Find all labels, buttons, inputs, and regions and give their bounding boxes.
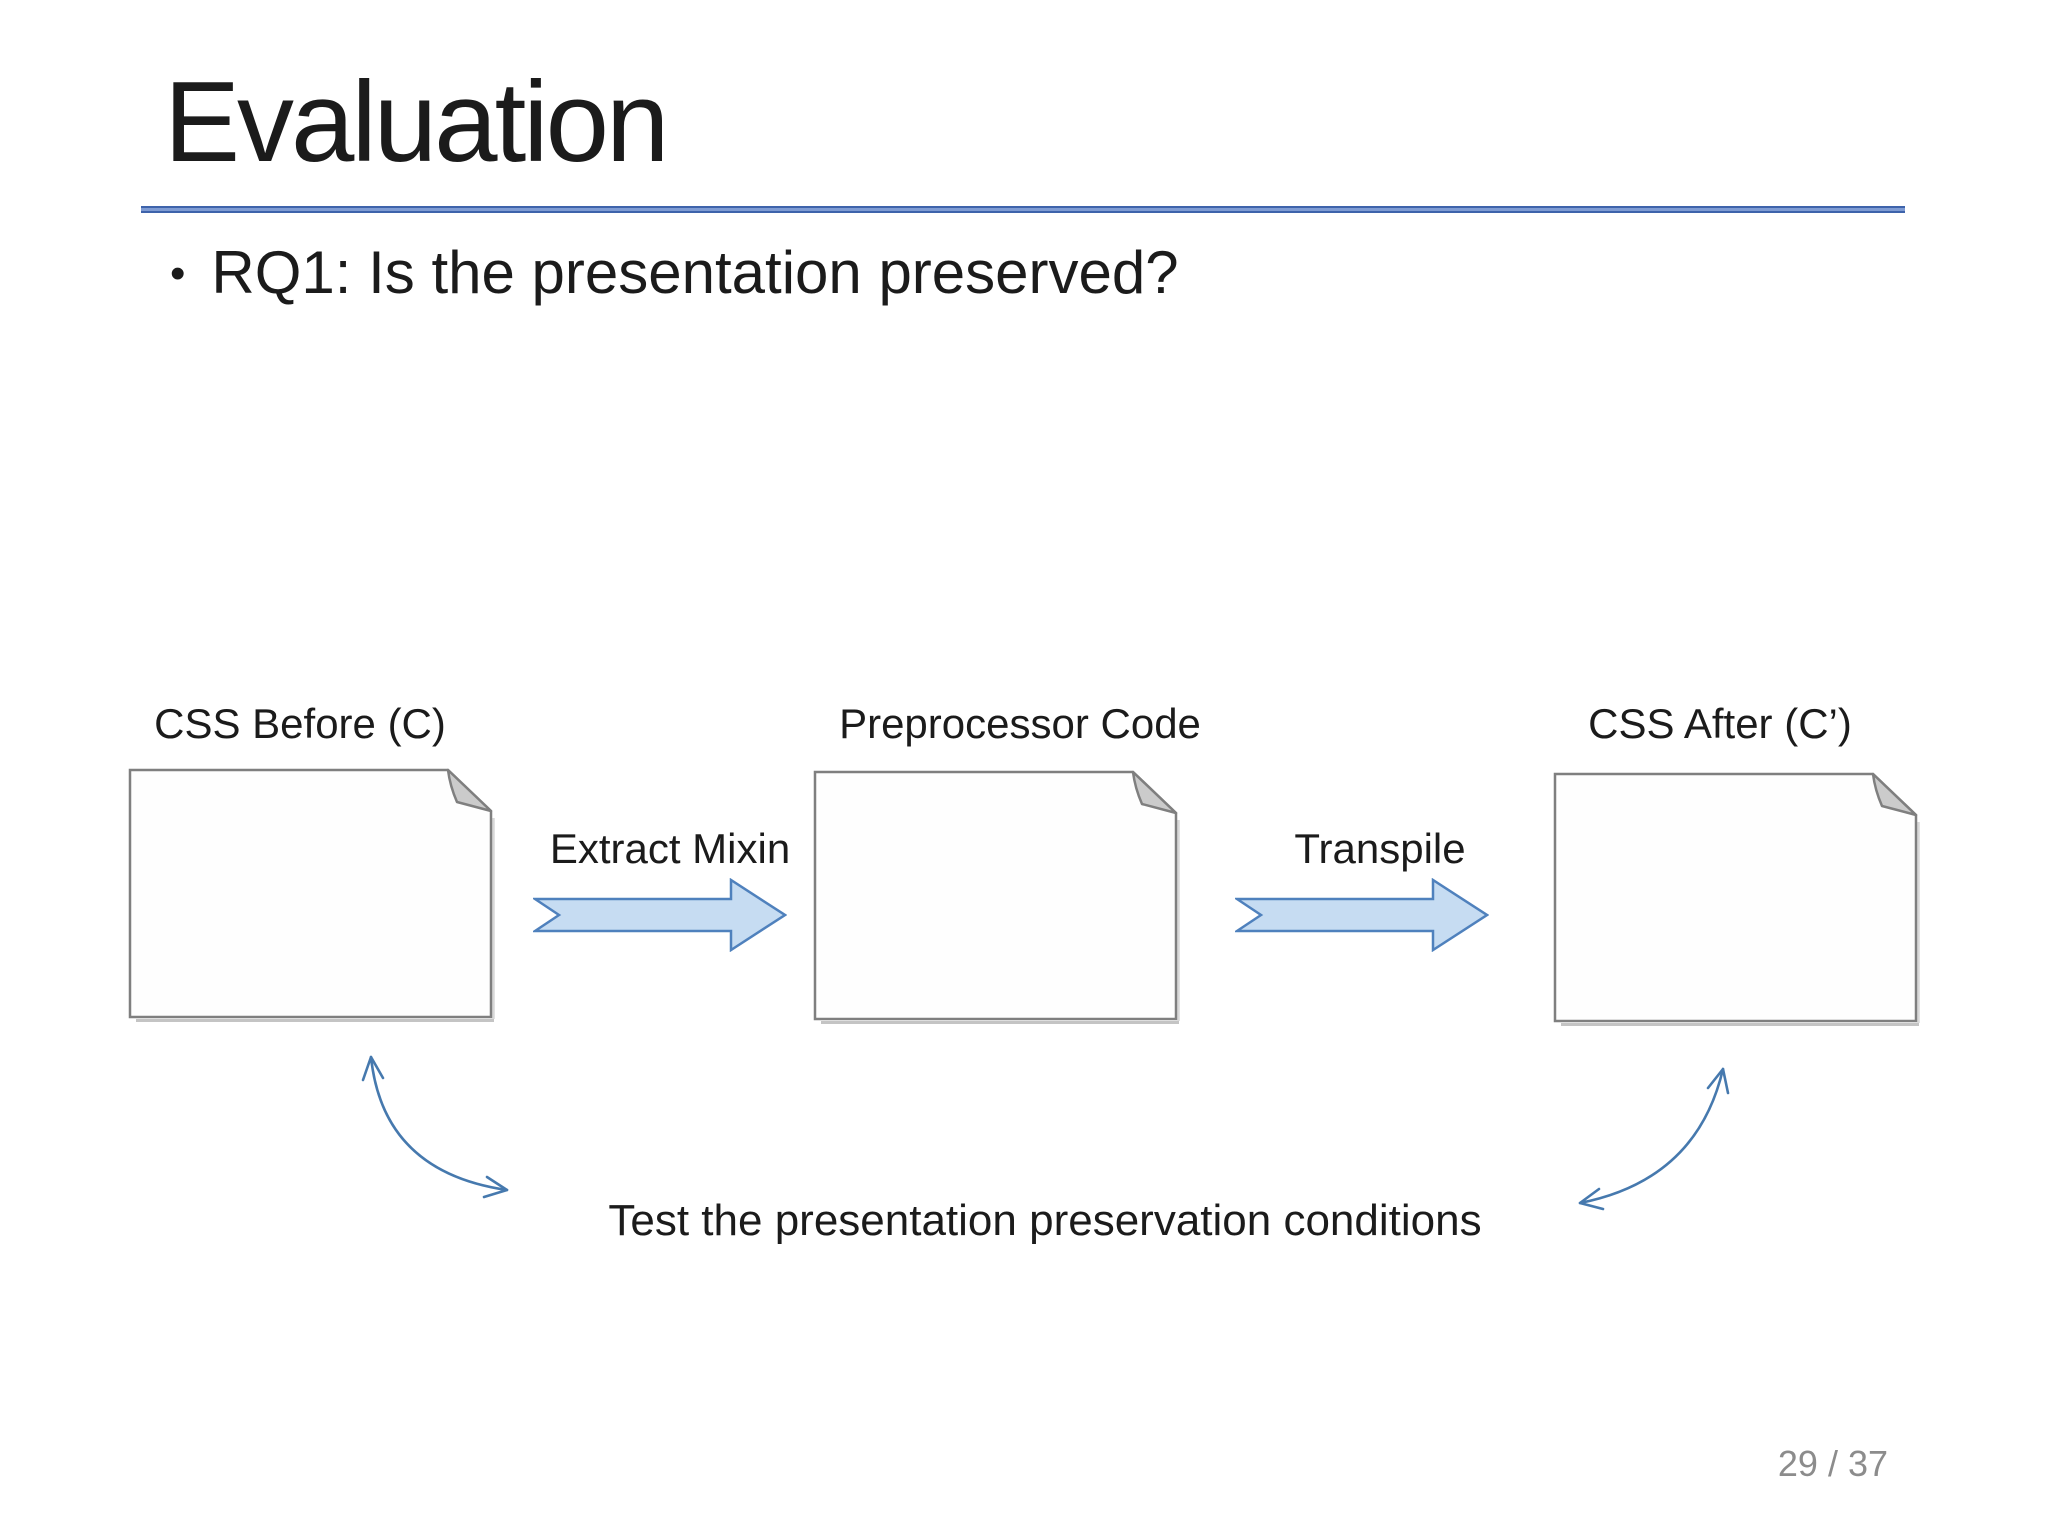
bottom-note-text: Test the presentation preservation condi… [608,1196,1482,1245]
page-number: 29 / 37 [1777,1443,1888,1484]
document-shape-css-after [1553,772,1921,1028]
page-title: Evaluation [164,59,669,186]
block-arrow-transpile-icon [1235,878,1489,952]
bullet-icon: • [170,249,186,298]
block-arrow-extract-mixin-icon [533,878,787,952]
bullet-text: RQ1: Is the presentation preserved? [211,239,1179,306]
document-shape-preprocessor-code [813,770,1181,1026]
bullet-item: • RQ1: Is the presentation preserved? [170,238,1179,307]
curved-arrow-left [361,1055,509,1199]
arrow-label-transpile: Transpile [1294,825,1466,872]
doc-label-preprocessor-code: Preprocessor Code [839,700,1201,747]
arrow-label-extract-mixin: Extract Mixin [549,825,791,872]
document-shape-css-before [128,768,496,1024]
doc-label-css-after: CSS After (C’) [1588,700,1852,747]
doc-label-css-before: CSS Before (C) [154,700,446,747]
title-divider-rule [141,206,1905,213]
curved-arrow-right [1578,1067,1730,1211]
